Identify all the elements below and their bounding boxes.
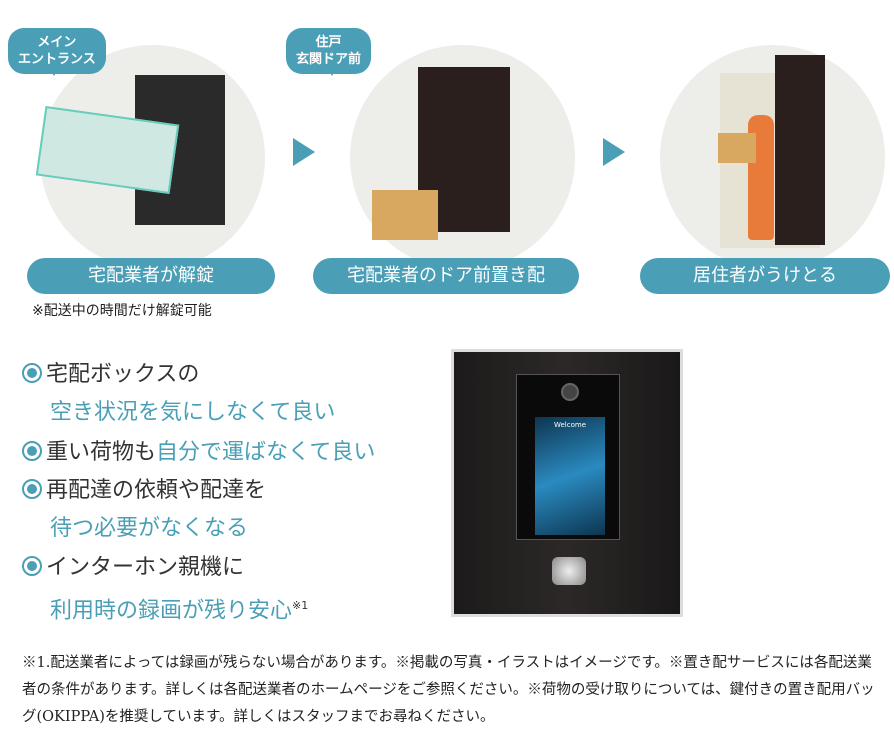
bullet-icon bbox=[22, 441, 42, 461]
benefit-highlight: 空き状況を気にしなくて良い bbox=[50, 400, 336, 425]
benefit-highlight: 自分で運ばなくて良い bbox=[156, 440, 376, 465]
benefit-text: 再配達の依頼や配達を bbox=[46, 478, 267, 503]
package-image bbox=[718, 133, 756, 163]
bullet-icon bbox=[22, 556, 42, 576]
footnote: ※1.配送業者によっては録画が残らない場合があります。※掲載の写真・イラストはイ… bbox=[22, 655, 875, 725]
benefit-highlight: 待つ必要がなくなる bbox=[50, 516, 249, 541]
screen-text: Welcome bbox=[553, 421, 587, 429]
benefit-2: 重い荷物も自分で運ばなくて良い bbox=[22, 434, 375, 472]
benefit-4: インターホン親機に 利用時の録画が残り安心※1 bbox=[22, 549, 308, 630]
step2-illustration bbox=[350, 45, 575, 270]
step3-illustration bbox=[660, 45, 885, 270]
benefit-text: インターホン親機に bbox=[46, 555, 245, 580]
bullet-icon bbox=[22, 363, 42, 383]
footnote-ref: ※1 bbox=[292, 599, 309, 612]
step2-label: 宅配業者のドア前置き配 bbox=[313, 258, 579, 294]
camera-icon bbox=[561, 383, 579, 401]
benefit-1: 宅配ボックスの 空き状況を気にしなくて良い bbox=[22, 356, 335, 432]
benefit-text: 重い荷物も bbox=[46, 440, 157, 465]
intercom-panel-image: Welcome bbox=[451, 349, 683, 617]
intercom-screen: Welcome bbox=[535, 417, 605, 535]
key-cylinder-icon bbox=[552, 557, 586, 585]
arrow-icon bbox=[293, 138, 315, 166]
step2-bubble: 住戸 玄関ドア前 bbox=[286, 28, 372, 76]
step1-label: 宅配業者が解錠 bbox=[27, 258, 275, 294]
step-note: ※配送中の時間だけ解錠可能 bbox=[32, 303, 212, 319]
benefit-3: 再配達の依頼や配達を 待つ必要がなくなる bbox=[22, 472, 266, 548]
arrow-icon bbox=[603, 138, 625, 166]
step1-illustration bbox=[35, 45, 265, 270]
step3-label: 居住者がうけとる bbox=[640, 258, 890, 294]
step1-bubble: メイン エントランス bbox=[8, 28, 106, 76]
package-image bbox=[372, 190, 438, 240]
door-image bbox=[775, 55, 825, 245]
intercom-device: Welcome bbox=[516, 374, 620, 540]
bullet-icon bbox=[22, 479, 42, 499]
benefit-text: 宅配ボックスの bbox=[46, 362, 200, 387]
benefit-highlight: 利用時の録画が残り安心 bbox=[50, 598, 293, 624]
